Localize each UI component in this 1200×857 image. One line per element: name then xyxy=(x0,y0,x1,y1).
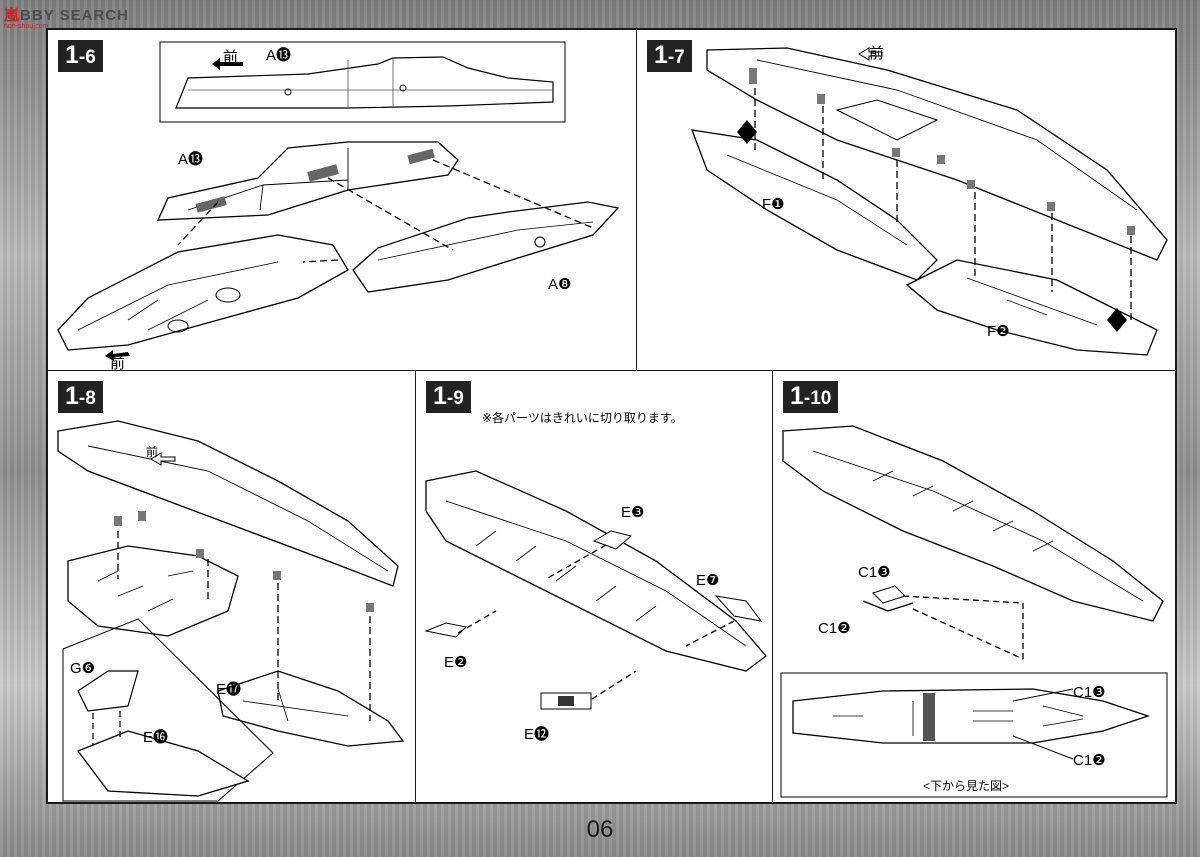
step-1-9-drawing xyxy=(424,470,767,710)
part-label-c13: C1❸ xyxy=(858,564,891,581)
part-label-e7: E❼ xyxy=(696,572,720,589)
step-1-7-panel: 1-7 xyxy=(637,30,1175,371)
site-logo[interactable]: 嵐BBY SEARCH xyxy=(4,7,129,24)
step-1-10-panel: 1-10 C1❸ C1❷ C1❸ C1❷ xyxy=(773,371,1175,802)
part-label-a13: A⓭ xyxy=(178,151,204,168)
step-badge: 1-10 xyxy=(783,381,839,413)
step-badge: 1-6 xyxy=(58,40,103,72)
part-label-f2: F❷ xyxy=(987,323,1010,340)
part-label-a13-inset: A⓭ xyxy=(266,47,292,64)
front-arrow-label: 前 xyxy=(146,445,159,459)
part-label-e2: E❷ xyxy=(444,654,468,671)
page-number: 06 xyxy=(586,816,614,843)
part-label-f1: F❶ xyxy=(762,196,785,213)
step-badge: 1-8 xyxy=(58,381,103,413)
step-1-6-panel: 1-6 前 xyxy=(48,30,637,371)
instruction-sheet: 1-6 前 xyxy=(46,28,1177,804)
front-arrow-label: 前 xyxy=(223,49,239,66)
part-label-a8: A❽ xyxy=(548,276,572,293)
part-label-e17: E⓱ xyxy=(216,681,242,698)
step-1-6-drawing xyxy=(57,41,620,361)
cutting-note: ※各パーツはきれいに切り取ります。 xyxy=(482,411,683,425)
bottom-view-caption: <下から見た図> xyxy=(923,779,1010,793)
front-arrow-label: 前 xyxy=(110,355,126,371)
part-label-c12: C1❷ xyxy=(818,620,851,637)
step-badge: 1-9 xyxy=(426,381,471,413)
site-url[interactable]: non-shou.com xyxy=(4,23,49,30)
part-label-e12: E⓬ xyxy=(524,726,550,743)
part-label-e3: E❸ xyxy=(621,504,645,521)
step-1-8-panel: 1-8 xyxy=(48,371,416,802)
part-label-g6: G❻ xyxy=(70,660,96,677)
part-label-e16: E⓰ xyxy=(143,729,169,746)
step-1-7-drawing xyxy=(691,47,1168,356)
step-1-8-drawing xyxy=(57,420,405,802)
part-label-c13-bottom-view: C1❸ xyxy=(1073,684,1106,701)
step-1-9-panel: 1-9 ※各パーツはきれいに切り取ります。 E❸ E❼ E❷ E⓬ xyxy=(416,371,773,802)
front-arrow-label: 前 xyxy=(869,45,885,62)
part-label-c12-bottom-view: C1❷ xyxy=(1073,752,1106,769)
step-1-10-drawing xyxy=(780,425,1168,798)
step-badge: 1-7 xyxy=(647,40,692,72)
